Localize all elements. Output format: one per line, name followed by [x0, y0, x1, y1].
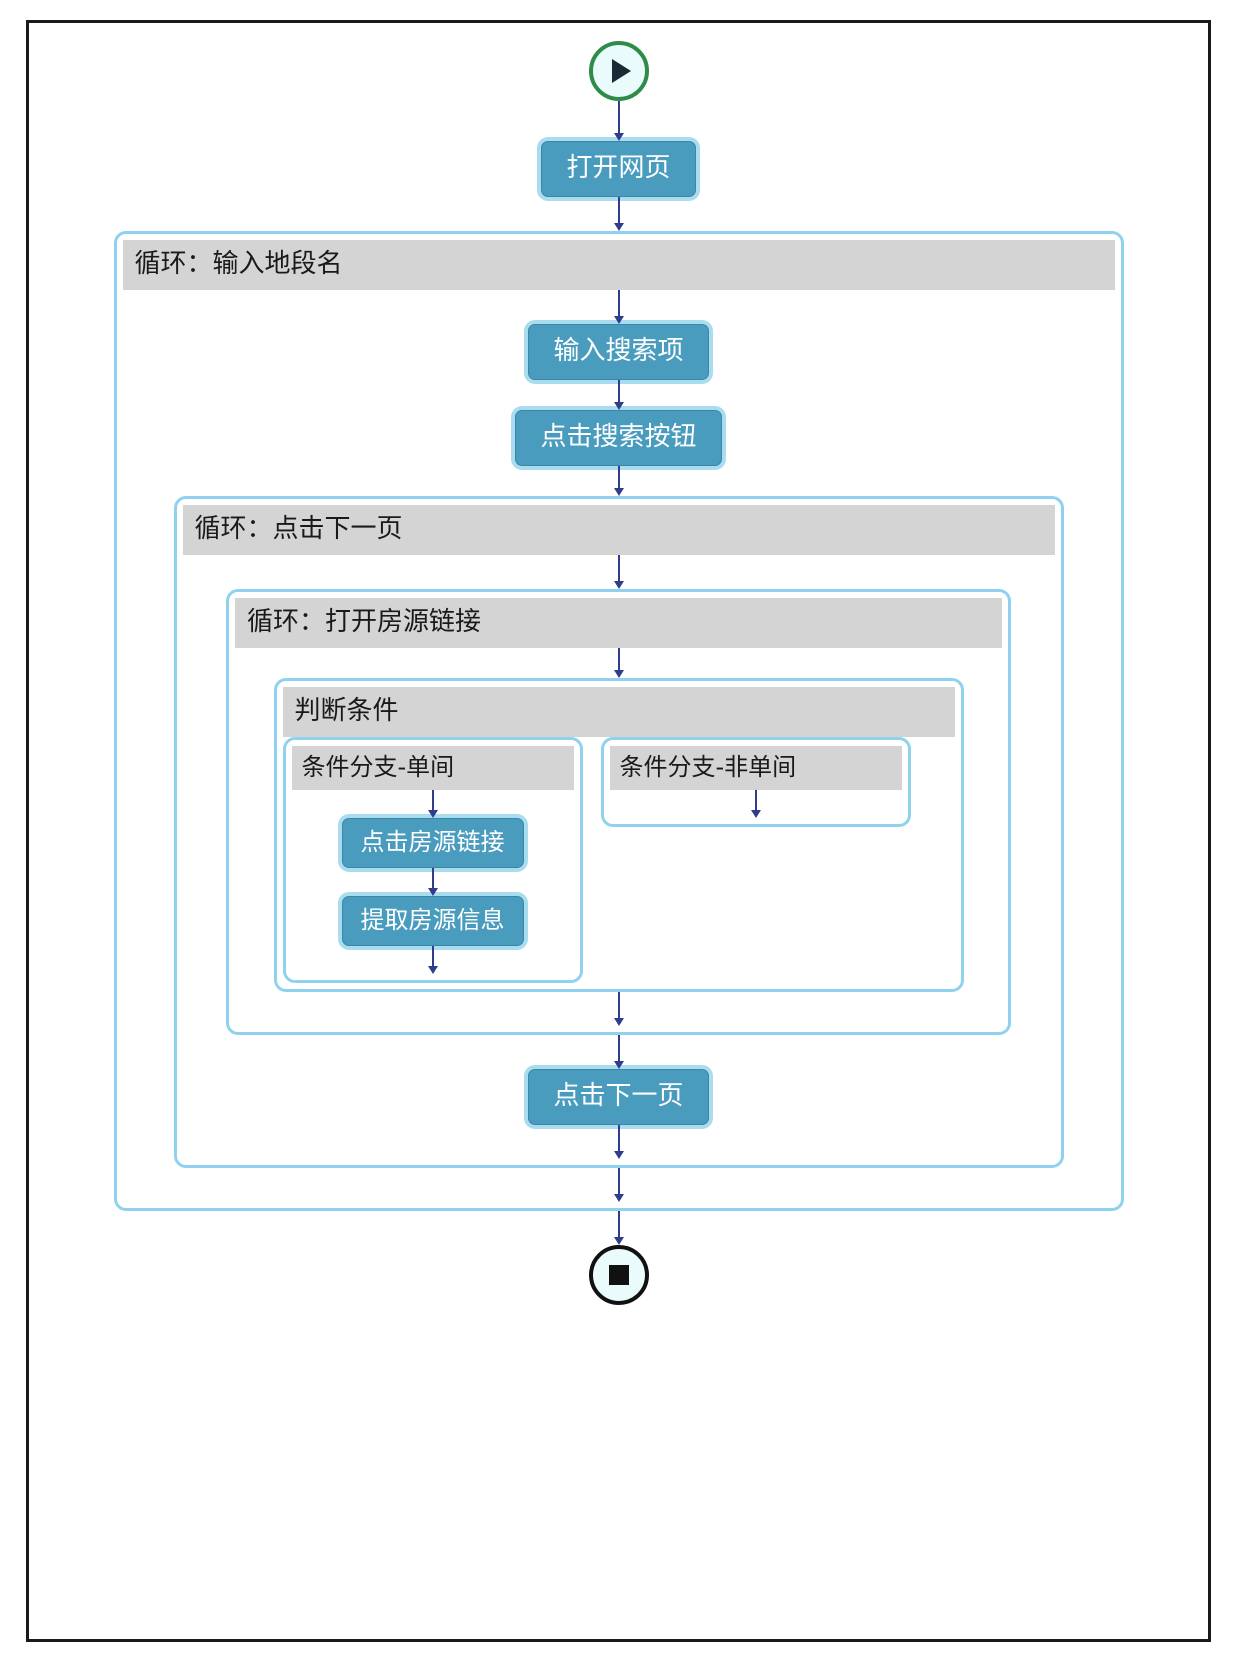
flow-root: 打开网页 循环：输入地段名 输入搜索项	[29, 23, 1208, 1639]
arrow-shaft	[431, 790, 434, 811]
connector-arrow	[612, 380, 626, 410]
block-branch-nonsingle-body	[610, 790, 902, 818]
block-loop-listing-body: 判断条件 条件分支-单间	[235, 648, 1002, 1026]
end-terminator[interactable]	[588, 1245, 649, 1305]
arrow-head	[613, 1061, 624, 1069]
connector-arrow	[612, 466, 626, 496]
arrow-head	[613, 223, 624, 231]
arrow-head	[613, 402, 624, 410]
arrow-head	[613, 1018, 624, 1026]
arrow-shaft	[617, 466, 620, 489]
connector-arrow	[612, 197, 626, 231]
connector-arrow	[612, 648, 626, 678]
arrow-head	[613, 488, 624, 496]
arrow-head	[613, 581, 624, 589]
block-branch-single-body: 点击房源链接 提取房源信息	[292, 790, 574, 974]
node-click-search[interactable]: 点击搜索按钮	[515, 410, 722, 466]
block-branch-single-header: 条件分支-单间	[291, 746, 574, 790]
arrow-head	[613, 1194, 624, 1202]
arrow-head	[427, 888, 438, 896]
arrow-shaft	[617, 648, 620, 671]
connector-arrow	[612, 1211, 626, 1245]
node-click-listing[interactable]: 点击房源链接	[341, 818, 524, 868]
arrow-head	[613, 133, 624, 141]
connector-arrow	[612, 1125, 626, 1159]
block-loop-nextpage-header: 循环：点击下一页	[182, 505, 1055, 555]
branch-nonsingle-column: 条件分支-非单间	[600, 737, 911, 827]
block-loop-listing-header: 循环：打开房源链接	[235, 598, 1002, 648]
arrow-shaft	[617, 290, 620, 317]
connector-arrow	[612, 290, 626, 324]
arrow-shaft	[617, 197, 620, 224]
connector-arrow	[612, 1035, 626, 1069]
connector-arrow	[612, 992, 626, 1026]
block-loop-listing[interactable]: 循环：打开房源链接 判断条件	[226, 589, 1011, 1035]
arrow-shaft	[617, 1035, 620, 1062]
node-extract-info[interactable]: 提取房源信息	[341, 896, 524, 946]
arrow-shaft	[617, 555, 620, 582]
play-icon	[612, 59, 631, 83]
node-input-search[interactable]: 输入搜索项	[528, 324, 709, 380]
arrow-head	[613, 670, 624, 678]
arrow-shaft	[617, 380, 620, 403]
block-loop-district-body: 输入搜索项 点击搜索按钮 循环：点击下一页	[123, 290, 1115, 1202]
connector-arrow	[426, 868, 440, 896]
arrow-head	[750, 810, 761, 818]
block-loop-district[interactable]: 循环：输入地段名 输入搜索项 点击搜索按钮	[113, 231, 1124, 1211]
arrow-head	[427, 966, 438, 974]
connector-arrow	[749, 790, 763, 818]
arrow-head	[613, 316, 624, 324]
arrow-head	[427, 810, 438, 818]
arrow-shaft	[617, 992, 620, 1019]
arrow-shaft	[754, 790, 757, 811]
block-branch-single[interactable]: 条件分支-单间 点击房源链接	[282, 737, 583, 983]
block-loop-nextpage[interactable]: 循环：点击下一页 循环：打开房源链接	[173, 496, 1064, 1168]
arrow-shaft	[431, 868, 434, 889]
arrow-shaft	[617, 101, 620, 134]
arrow-head	[613, 1237, 624, 1245]
block-loop-nextpage-body: 循环：打开房源链接 判断条件	[183, 555, 1055, 1159]
connector-arrow	[612, 555, 626, 589]
block-branch-nonsingle[interactable]: 条件分支-非单间	[600, 737, 911, 827]
block-condition[interactable]: 判断条件 条件分支-单间	[273, 678, 964, 992]
start-terminator[interactable]	[588, 41, 649, 101]
arrow-head	[613, 1151, 624, 1159]
block-branch-nonsingle-header: 条件分支-非单间	[609, 746, 902, 790]
arrow-shaft	[431, 946, 434, 967]
block-condition-body: 条件分支-单间 点击房源链接	[282, 737, 955, 983]
diagram-frame: 打开网页 循环：输入地段名 输入搜索项	[26, 20, 1211, 1642]
connector-arrow	[612, 1168, 626, 1202]
arrow-shaft	[617, 1125, 620, 1152]
connector-arrow	[426, 946, 440, 974]
arrow-shaft	[617, 1168, 620, 1195]
connector-arrow	[612, 101, 626, 141]
block-loop-district-header: 循环：输入地段名	[122, 240, 1115, 290]
node-open-page[interactable]: 打开网页	[541, 141, 696, 197]
block-condition-header: 判断条件	[282, 687, 955, 737]
connector-arrow	[426, 790, 440, 818]
condition-branch-row: 条件分支-单间 点击房源链接	[282, 737, 955, 983]
node-click-next[interactable]: 点击下一页	[528, 1069, 709, 1125]
arrow-shaft	[617, 1211, 620, 1238]
stop-icon	[608, 1265, 629, 1285]
